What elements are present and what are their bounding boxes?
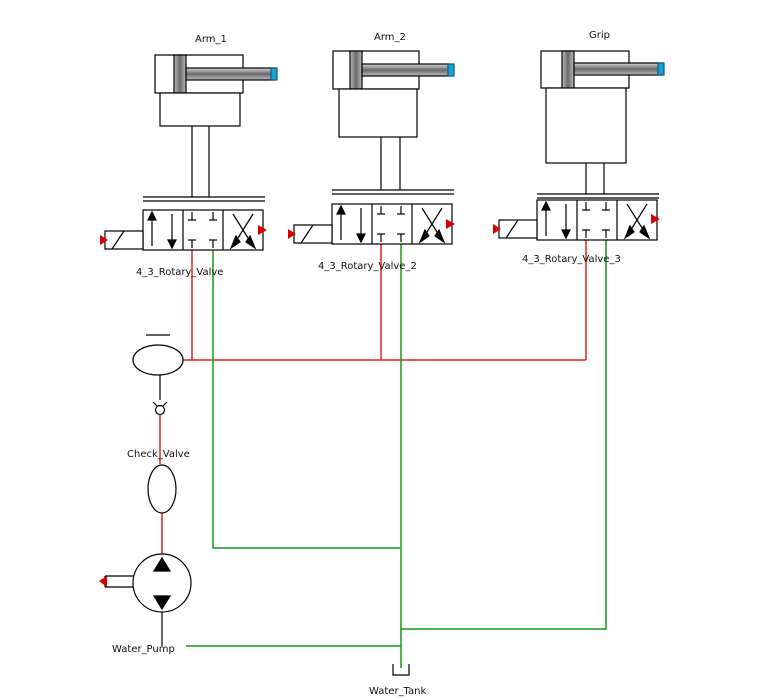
cylinder-rod xyxy=(361,63,451,77)
flow-arrow-head xyxy=(336,204,346,215)
cylinder-housing xyxy=(545,87,627,164)
valve-actuator-slash xyxy=(300,224,314,244)
cylinder-rod xyxy=(573,62,663,76)
water-tank-label: Water_Tank xyxy=(369,686,426,697)
valve-actuator xyxy=(293,224,333,244)
rotary-valve-2[interactable]: 4_3_Rotary_Valve_2 xyxy=(288,189,455,272)
flow-arrow-head xyxy=(229,234,241,250)
valve-body xyxy=(142,209,264,251)
accumulator-body xyxy=(132,344,184,376)
return-line-valve-3 xyxy=(401,240,607,630)
pump-arrow-down xyxy=(152,595,172,611)
flow-arrow-head xyxy=(356,233,366,244)
rotary-valve-3[interactable]: 4_3_Rotary_Valve_3 xyxy=(493,193,660,265)
cylinder-housing xyxy=(338,88,418,138)
valve-body xyxy=(331,203,453,245)
accumulator[interactable] xyxy=(132,334,184,400)
flow-arrow-head xyxy=(418,228,430,244)
grip-label: Grip xyxy=(589,30,610,41)
check-valve[interactable]: Check_Valve xyxy=(127,401,190,460)
cylinder-rod xyxy=(185,67,275,81)
cylinder-piston xyxy=(561,50,575,89)
valve-2-label: 4_3_Rotary_Valve_2 xyxy=(318,261,417,272)
tank-symbol xyxy=(392,664,410,676)
pressure-lines xyxy=(159,240,587,554)
filter-body xyxy=(147,464,177,514)
flow-arrow-head xyxy=(623,224,635,240)
flow-arrow-head xyxy=(561,229,571,240)
right-port-marker xyxy=(446,219,455,229)
flow-arrow-head xyxy=(147,210,157,221)
pump-input-marker xyxy=(99,576,107,587)
valve-actuator xyxy=(498,219,538,239)
rod-tip xyxy=(270,67,278,81)
rod-tip xyxy=(447,63,455,77)
left-port-marker xyxy=(493,224,501,234)
arm-1-label: Arm_1 xyxy=(195,34,227,45)
cylinder-housing xyxy=(159,92,241,127)
valve-1-label: 4_3_Rotary_Valve xyxy=(136,267,223,278)
water-tank[interactable]: Water_Tank xyxy=(369,664,426,697)
cylinder-piston xyxy=(349,50,363,90)
rod-tip xyxy=(657,62,665,76)
water-pump-label: Water_Pump xyxy=(112,644,175,655)
return-line-valve-1 xyxy=(212,250,400,549)
left-port-marker xyxy=(100,235,108,245)
rotary-valve-1[interactable]: 4_3_Rotary_Valve xyxy=(100,196,267,278)
right-port-marker xyxy=(651,214,660,224)
flow-arrow-head xyxy=(434,228,446,244)
filter-element[interactable] xyxy=(147,464,177,514)
valve-actuator-slash xyxy=(111,230,125,250)
pump-arrow-up xyxy=(152,556,172,572)
actuator-arm-2[interactable]: Arm_2 xyxy=(332,32,455,190)
flow-arrow-head xyxy=(639,224,651,240)
check-valve-label: Check_Valve xyxy=(127,449,190,460)
left-port-marker xyxy=(288,229,296,239)
valve-actuator-slash xyxy=(505,219,519,239)
right-port-marker xyxy=(258,225,267,235)
flow-arrow-head xyxy=(167,239,177,250)
flow-arrow-head xyxy=(245,234,257,250)
cylinder-piston xyxy=(173,54,187,94)
water-pump[interactable]: Water_Pump xyxy=(99,553,192,655)
flow-arrow-head xyxy=(541,200,551,211)
return-lines xyxy=(186,240,607,668)
actuator-grip[interactable]: Grip xyxy=(540,30,665,194)
valve-actuator xyxy=(104,230,144,250)
valve-body xyxy=(536,199,658,241)
actuator-arm-1[interactable]: Arm_1 xyxy=(154,34,278,197)
arm-2-label: Arm_2 xyxy=(374,32,406,43)
valve-3-label: 4_3_Rotary_Valve_3 xyxy=(522,254,621,265)
check-valve-ball xyxy=(154,404,166,416)
